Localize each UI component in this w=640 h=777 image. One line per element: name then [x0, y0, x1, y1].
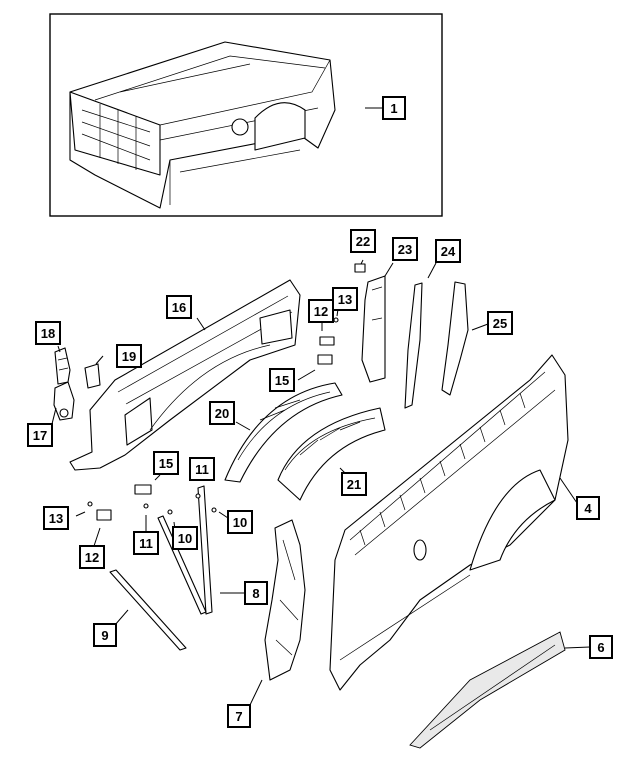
callout-12-upper: 12	[308, 299, 334, 323]
callout-21: 21	[341, 472, 367, 496]
callout-10-left-label: 10	[178, 531, 192, 546]
callout-16-label: 16	[172, 300, 186, 315]
callout-24: 24	[435, 239, 461, 263]
callout-19-label: 19	[122, 349, 136, 364]
callout-10-left: 10	[172, 526, 198, 550]
callout-6-label: 6	[597, 640, 604, 655]
callout-11-right: 11	[189, 457, 215, 481]
callout-7-label: 7	[235, 709, 242, 724]
callout-24-label: 24	[441, 244, 456, 259]
callout-15-upper-label: 15	[275, 373, 289, 388]
callout-11-right-label: 11	[195, 462, 209, 477]
part-8-rod	[197, 485, 213, 615]
part-7-liner-bracket	[264, 519, 306, 681]
assembled-box-illustration	[69, 41, 336, 209]
callout-13-lower: 13	[43, 506, 69, 530]
callout-17: 17	[27, 423, 53, 447]
callout-10-right-label: 10	[233, 515, 247, 530]
part-21-wheel-liner	[277, 407, 386, 501]
callout-22: 22	[350, 229, 376, 253]
callout-20-label: 20	[215, 406, 229, 421]
part-4-outer-side-panel	[329, 354, 569, 691]
part-19-bracket	[84, 363, 101, 389]
callout-18: 18	[35, 321, 61, 345]
part-25-reinforcement	[441, 281, 469, 396]
callout-11-left: 11	[133, 531, 159, 555]
callout-25: 25	[487, 311, 513, 335]
callout-1: 1	[382, 96, 406, 120]
callout-12-lower-label: 12	[85, 550, 99, 565]
callout-13-upper: 13	[332, 287, 358, 311]
callout-12-upper-label: 12	[314, 304, 328, 319]
callout-12-lower: 12	[79, 545, 105, 569]
callout-18-label: 18	[41, 326, 55, 341]
callout-21-label: 21	[347, 477, 361, 492]
callout-15-upper: 15	[269, 368, 295, 392]
part-18-bracket	[54, 347, 71, 385]
callout-4: 4	[576, 496, 600, 520]
callout-16: 16	[166, 295, 192, 319]
callout-1-label: 1	[390, 101, 397, 116]
callout-17-label: 17	[33, 428, 47, 443]
callout-8-label: 8	[252, 586, 259, 601]
callout-19: 19	[116, 344, 142, 368]
callout-11-left-label: 11	[139, 536, 153, 551]
callout-4-label: 4	[584, 501, 592, 516]
part-17-bracket	[53, 381, 75, 421]
callout-13-lower-label: 13	[49, 511, 63, 526]
small-fasteners	[87, 317, 339, 521]
part-20-wheelhouse	[224, 382, 343, 483]
callout-10-right: 10	[227, 510, 253, 534]
callout-6: 6	[589, 635, 613, 659]
callout-15-lower: 15	[153, 451, 179, 475]
assembly-inset-frame	[49, 13, 443, 217]
part-10-rod	[157, 515, 207, 615]
callout-22-label: 22	[356, 234, 370, 249]
part-6-moulding	[409, 631, 566, 749]
callout-8: 8	[244, 581, 268, 605]
part-24-reinforcement	[404, 282, 423, 409]
callout-9-label: 9	[101, 628, 108, 643]
callout-15-lower-label: 15	[159, 456, 173, 471]
part-23-pillar	[361, 275, 386, 383]
callout-25-label: 25	[493, 316, 507, 331]
callout-9: 9	[93, 623, 117, 647]
part-9-rod	[109, 569, 187, 651]
callout-23: 23	[392, 237, 418, 261]
part-22-clip	[354, 263, 366, 273]
callout-13-upper-label: 13	[338, 292, 352, 307]
callout-7: 7	[227, 704, 251, 728]
callout-23-label: 23	[398, 242, 412, 257]
callout-20: 20	[209, 401, 235, 425]
part-16-inner-side-panel	[69, 279, 301, 471]
